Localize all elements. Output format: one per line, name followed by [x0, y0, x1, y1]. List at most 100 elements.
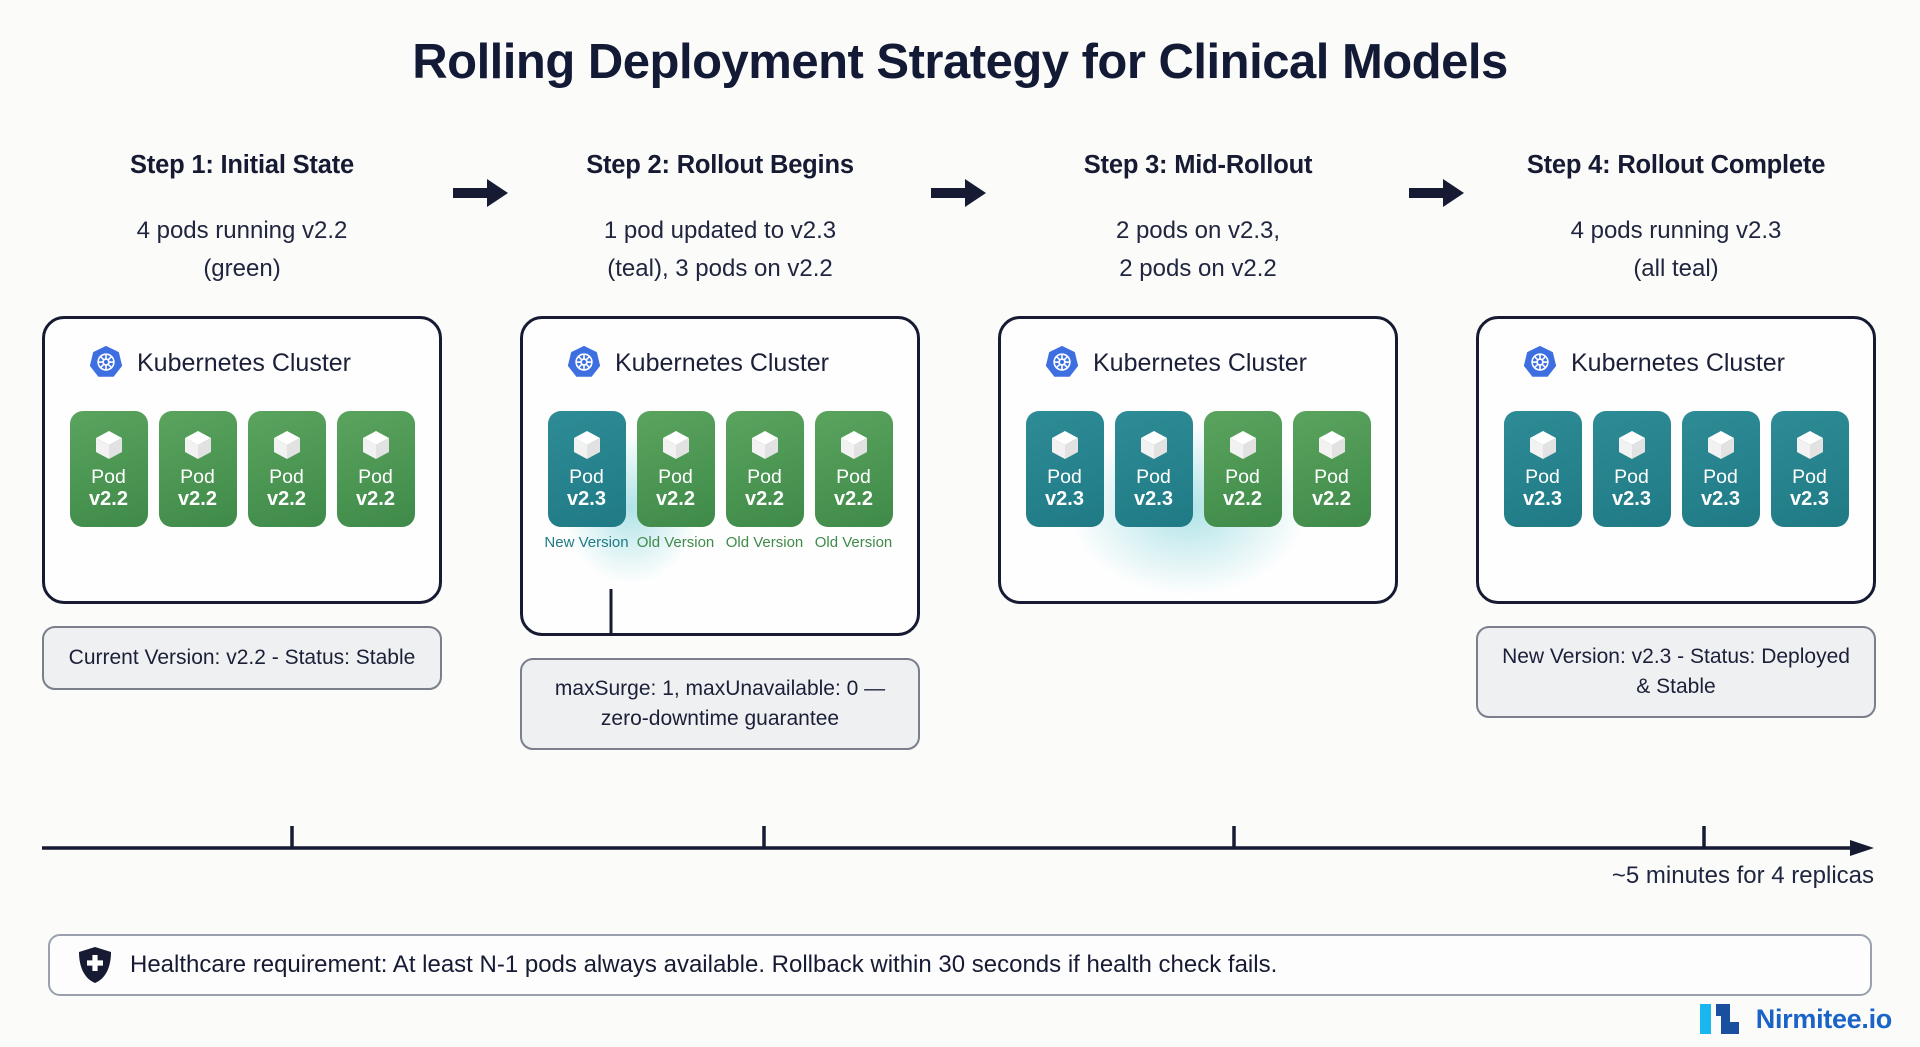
pod-label: Pod	[836, 465, 871, 488]
cube-icon	[1315, 428, 1349, 462]
cube-icon	[1793, 428, 1827, 462]
caption-connector	[609, 589, 613, 633]
cube-icon	[181, 428, 215, 462]
pod-item: Pod v2.2	[69, 411, 148, 527]
cube-icon	[748, 428, 782, 462]
kubernetes-logo-icon	[87, 344, 125, 382]
healthcare-requirement-text: Healthcare requirement: At least N-1 pod…	[130, 951, 1278, 978]
pod-version: v2.3	[1790, 487, 1829, 510]
pod-item: Pod v2.2	[247, 411, 326, 527]
kubernetes-logo-icon	[565, 344, 603, 382]
right-arrow-icon	[931, 176, 987, 210]
pod-version: v2.3	[1701, 487, 1740, 510]
pod-version: v2.2	[178, 487, 217, 510]
step-2-description: 1 pod updated to v2.3 (teal), 3 pods on …	[603, 217, 837, 282]
cube-icon	[359, 428, 393, 462]
pod-label: Pod	[1614, 465, 1649, 488]
cluster-title-3: Kubernetes Cluster	[1093, 348, 1308, 377]
pod-tile: Pod v2.3	[1770, 411, 1849, 527]
cluster-box-1: Kubernetes Cluster Pod	[42, 316, 442, 604]
cluster-title-4: Kubernetes Cluster	[1571, 348, 1786, 377]
cluster-title-2: Kubernetes Cluster	[615, 348, 830, 377]
step-column-1: Step 1: Initial State 4 pods running v2.…	[42, 150, 442, 690]
pod-tile: Pod v2.3	[1025, 411, 1104, 527]
pod-item: Pod v2.3	[1503, 411, 1582, 527]
step-3-description: 2 pods on v2.3, 2 pods on v2.2	[1115, 217, 1281, 282]
brand-logo: Nirmitee.io	[1699, 1000, 1892, 1038]
pod-version: v2.2	[834, 487, 873, 510]
pod-item: Pod v2.3	[1681, 411, 1760, 527]
pod-label: Pod	[1225, 465, 1260, 488]
cluster-header-1: Kubernetes Cluster	[65, 341, 419, 385]
pod-tile: Pod v2.2	[1203, 411, 1282, 527]
pod-item: Pod v2.2	[158, 411, 237, 527]
pod-label: Pod	[1047, 465, 1082, 488]
pod-label: Pod	[1525, 465, 1560, 488]
cube-icon	[1704, 428, 1738, 462]
pod-label: Pod	[91, 465, 126, 488]
pod-version: v2.2	[267, 487, 306, 510]
step-column-3: Step 3: Mid-Rollout 2 pods on v2.3, 2 po…	[998, 150, 1398, 604]
pod-tile: Pod v2.2	[1292, 411, 1371, 527]
cluster-header-4: Kubernetes Cluster	[1499, 341, 1853, 385]
pod-version: v2.3	[1045, 487, 1084, 510]
pod-label: Pod	[269, 465, 304, 488]
pod-tile: Pod v2.2	[814, 411, 893, 527]
step-1-heading: Step 1: Initial State	[130, 151, 354, 179]
pod-tile: Pod v2.3	[547, 411, 626, 527]
pod-item: Pod v2.2	[1292, 411, 1371, 527]
step-3-heading: Step 3: Mid-Rollout	[1083, 151, 1313, 179]
arrow-col-1	[442, 150, 520, 210]
pod-version: v2.2	[745, 487, 784, 510]
pod-note: Old Version	[636, 534, 715, 551]
pod-tile: Pod v2.3	[1503, 411, 1582, 527]
arrow-col-3	[1398, 150, 1476, 210]
pod-version: v2.3	[1523, 487, 1562, 510]
cube-icon	[837, 428, 871, 462]
healthcare-requirement-bar: Healthcare requirement: At least N-1 pod…	[48, 934, 1872, 996]
pod-note: New Version	[544, 534, 629, 551]
cube-icon	[270, 428, 304, 462]
cube-icon	[92, 428, 126, 462]
cube-icon	[1615, 428, 1649, 462]
pod-version: v2.2	[356, 487, 395, 510]
pod-tile: Pod v2.2	[69, 411, 148, 527]
pod-item: Pod v2.3	[1770, 411, 1849, 527]
pod-tile: Pod v2.2	[725, 411, 804, 527]
pod-tile: Pod v2.2	[247, 411, 326, 527]
step-column-2: Step 2: Rollout Begins 1 pod updated to …	[520, 150, 920, 750]
cube-icon	[659, 428, 693, 462]
pod-item: Pod v2.3 New Version	[544, 411, 629, 551]
step-4-heading: Step 4: Rollout Complete	[1526, 151, 1826, 179]
step-2-caption: maxSurge: 1, maxUnavailable: 0 — zero-do…	[520, 658, 920, 750]
pod-tile: Pod v2.2	[636, 411, 715, 527]
cube-icon	[1137, 428, 1171, 462]
pod-label: Pod	[1136, 465, 1171, 488]
cluster-box-4: Kubernetes Cluster Pod	[1476, 316, 1876, 604]
pod-note: Old Version	[814, 534, 893, 551]
pod-item: Pod v2.3	[1114, 411, 1193, 527]
pod-label: Pod	[1314, 465, 1349, 488]
pod-version: v2.2	[656, 487, 695, 510]
pod-item: Pod v2.2 Old Version	[814, 411, 893, 551]
kubernetes-logo-icon	[1521, 344, 1559, 382]
pod-item: Pod v2.2	[1203, 411, 1282, 527]
nirmitee-logo-icon	[1699, 1000, 1745, 1038]
pod-label: Pod	[658, 465, 693, 488]
cluster-header-2: Kubernetes Cluster	[543, 341, 897, 385]
pod-tile: Pod v2.2	[336, 411, 415, 527]
pod-tile: Pod v2.2	[158, 411, 237, 527]
pod-note: Old Version	[725, 534, 804, 551]
shield-cross-icon	[78, 946, 112, 984]
pod-version: v2.2	[89, 487, 128, 510]
pod-label: Pod	[180, 465, 215, 488]
steps-row: Step 1: Initial State 4 pods running v2.…	[42, 150, 1878, 790]
cube-icon	[1226, 428, 1260, 462]
right-arrow-icon	[1409, 176, 1465, 210]
timeline: ~5 minutes for 4 replicas	[42, 812, 1884, 902]
pod-group-4: Pod v2.3	[1499, 411, 1853, 527]
step-1-description: 4 pods running v2.2 (green)	[136, 217, 348, 282]
pod-item: Pod v2.2	[336, 411, 415, 527]
arrow-col-2	[920, 150, 998, 210]
step-1-caption: Current Version: v2.2 - Status: Stable	[42, 626, 442, 690]
